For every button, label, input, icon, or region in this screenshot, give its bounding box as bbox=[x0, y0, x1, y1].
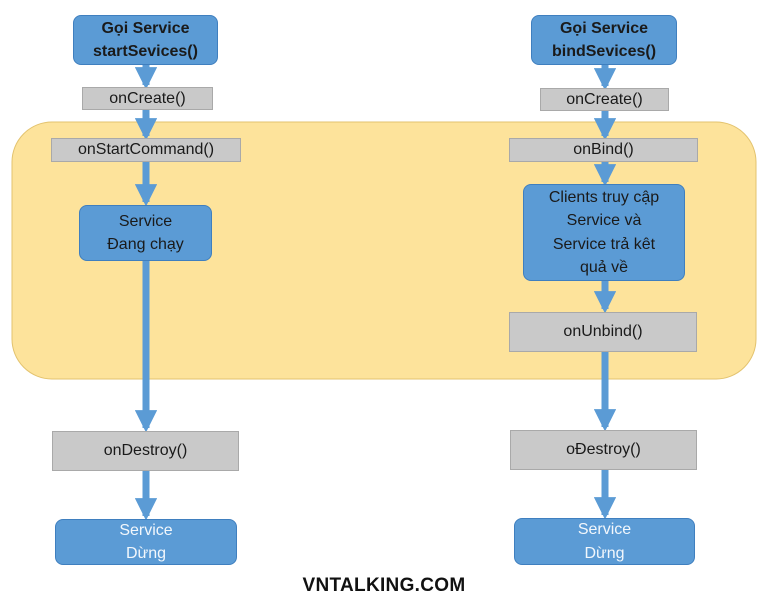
right-clients-node: Clients truy cập Service và Service trả … bbox=[523, 184, 685, 281]
right-ondestroy-node: oĐestroy() bbox=[510, 430, 697, 470]
right-start-node: Gọi Service bindSevices() bbox=[531, 15, 677, 65]
left-ondestroy-node: onDestroy() bbox=[52, 431, 239, 471]
footer-brand: VNTALKING.COM bbox=[302, 575, 466, 596]
left-oncreate-node: onCreate() bbox=[82, 87, 213, 110]
right-onbind-node: onBind() bbox=[509, 138, 698, 162]
left-onstartcommand-node: onStartCommand() bbox=[51, 138, 241, 162]
right-oncreate-node: onCreate() bbox=[540, 88, 669, 111]
right-onunbind-node: onUnbind() bbox=[509, 312, 697, 352]
right-stopped-node: Service Dừng bbox=[514, 518, 695, 565]
left-start-node: Gọi Service startSevices() bbox=[73, 15, 218, 65]
left-stopped-node: Service Dừng bbox=[55, 519, 237, 565]
left-running-node: Service Đang chạy bbox=[79, 205, 212, 261]
